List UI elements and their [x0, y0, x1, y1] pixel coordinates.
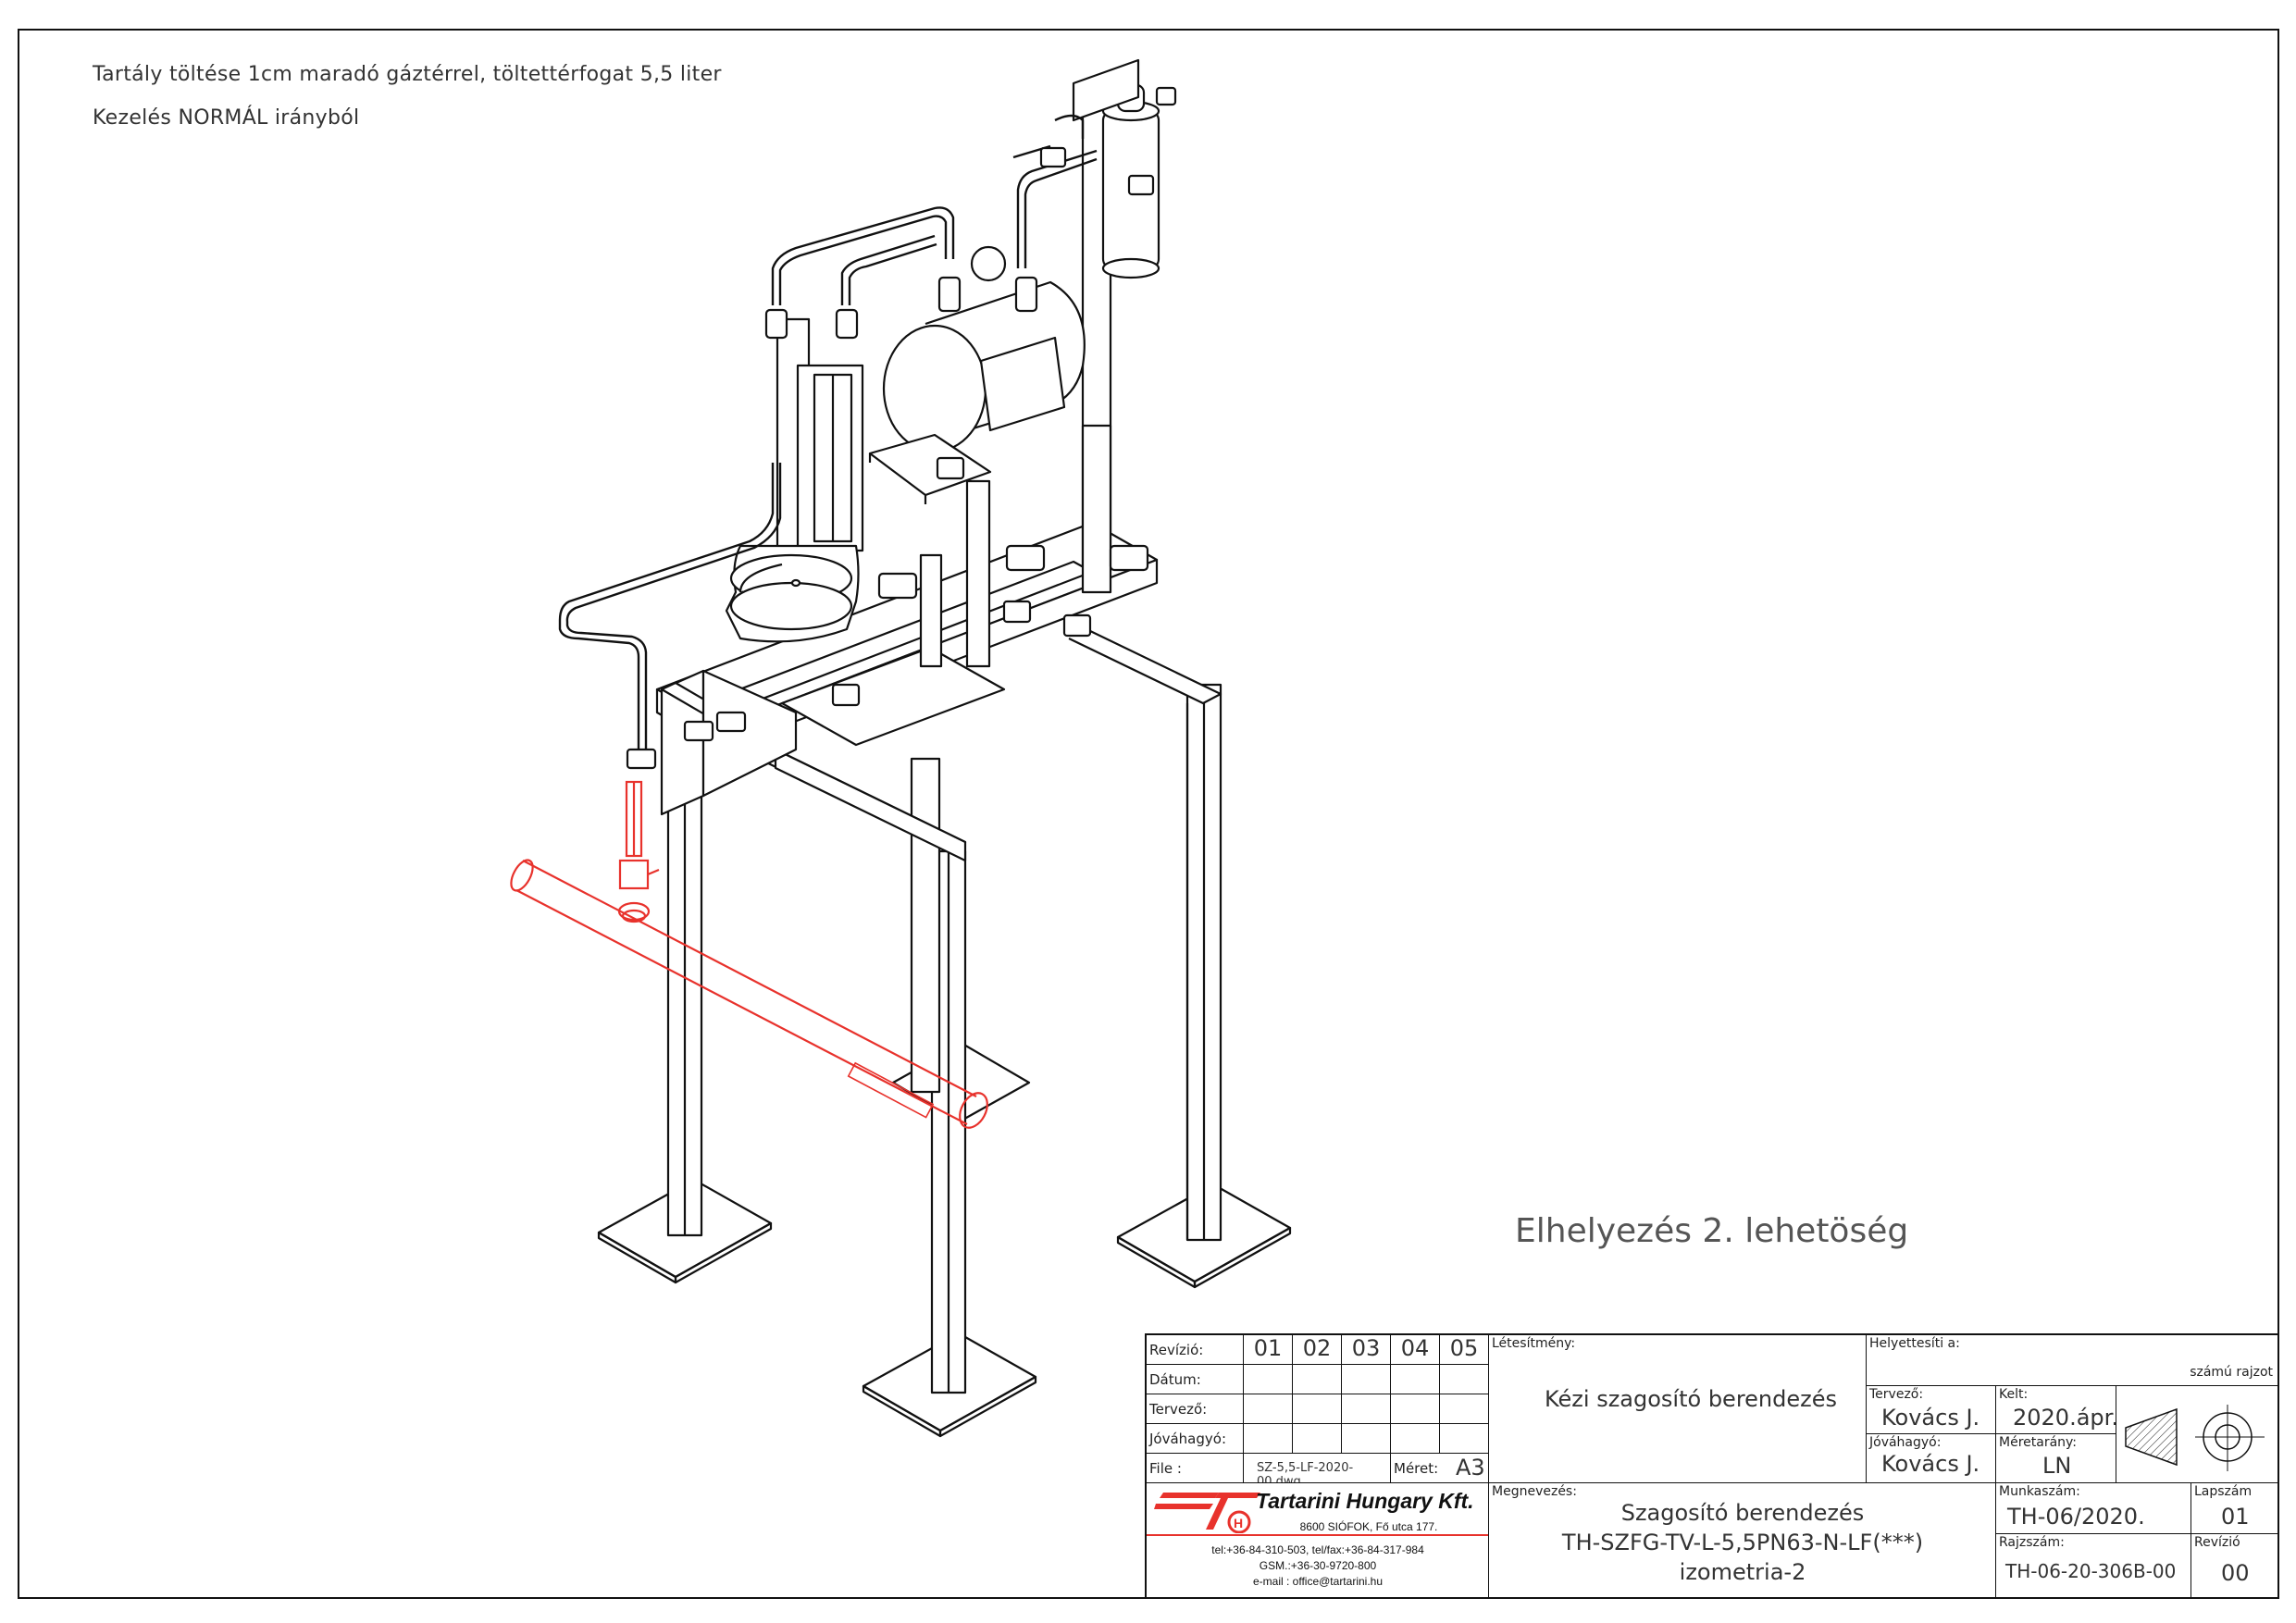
process-pipe — [510, 780, 988, 1129]
replaces-cell: Helyettesíti a: számú rajzot — [1867, 1335, 2279, 1386]
note-fill-volume: Tartály töltése 1cm maradó gáztérrel, tö… — [93, 63, 722, 86]
designer-label: Tervező: — [1149, 1401, 1208, 1418]
approver-label: Jóváhagyó: — [1149, 1431, 1226, 1447]
size-value: A3 — [1456, 1455, 1485, 1481]
legs — [666, 628, 1222, 1394]
sheet-cell: Lapszám 01 — [2191, 1483, 2279, 1534]
main-frame — [655, 521, 1159, 816]
company-address: 8600 SIÓFOK, Fő utca 177. — [1299, 1520, 1438, 1533]
tubing — [558, 114, 1098, 768]
name-line-2: TH-SZFG-TV-L-5,5PN63-N-LF(***) — [1561, 1530, 1924, 1555]
flow-meter — [796, 364, 864, 552]
job-label: Munkaszám: — [1999, 1484, 2080, 1499]
horizontal-tank — [868, 280, 1086, 504]
rev2-value: 00 — [2221, 1560, 2250, 1586]
expansion-vessel — [725, 544, 860, 643]
pipe-clamp — [847, 1061, 935, 1119]
revision-col-05: 05 — [1449, 1335, 1479, 1361]
scale-cell: Méretarány: LN — [1996, 1434, 2116, 1483]
name-label: Megnevezés: — [1492, 1484, 1577, 1499]
date2-value: 2020.ápr. — [2013, 1405, 2116, 1431]
facility-value: Kézi szagosító berendezés — [1545, 1386, 1838, 1412]
company-logo: H — [1154, 1493, 1260, 1533]
title-block: Revízió: 01 02 03 04 05 Dátum: Tervező: … — [1145, 1333, 2279, 1599]
approver2-cell: Jóváhagyó: Kovács J. — [1867, 1434, 1996, 1483]
fittings — [626, 86, 1177, 770]
revision-col-04: 04 — [1400, 1335, 1430, 1361]
note-operation-direction: Kezelés NORMÁL irányból — [93, 106, 360, 130]
rev2-label: Revízió — [2194, 1535, 2240, 1550]
company-name: Tartarini Hungary Kft. — [1256, 1489, 1474, 1513]
date-label: Dátum: — [1149, 1371, 1201, 1388]
svg-text:H: H — [1234, 1516, 1243, 1530]
facility-cell: Létesítmény: Kézi szagosító berendezés — [1489, 1335, 1867, 1483]
sheet-value: 01 — [2221, 1504, 2250, 1530]
scale-value: LN — [2042, 1453, 2072, 1479]
drawing-value: TH-06-20-306B-00 — [2005, 1560, 2177, 1582]
projection-symbol-cell — [2116, 1386, 2279, 1483]
revision2-cell: Revízió 00 — [2191, 1534, 2279, 1599]
approver2-value: Kovács J. — [1881, 1451, 1980, 1477]
job-value: TH-06/2020. — [2007, 1504, 2145, 1530]
designer2-cell: Tervező: Kovács J. — [1867, 1386, 1996, 1434]
name-line-3: izometria-2 — [1679, 1559, 1806, 1585]
designer2-label: Tervező: — [1869, 1387, 1924, 1402]
date2-label: Kelt: — [1999, 1387, 2029, 1402]
approver2-label: Jóváhagyó: — [1869, 1435, 1942, 1450]
scale-label: Méretarány: — [1999, 1435, 2078, 1450]
replaces-suffix: számú rajzot — [2190, 1365, 2273, 1380]
placement-label: Elhelyezés 2. lehetöség — [1515, 1212, 1909, 1250]
company-gsm: GSM.:+36-30-9720-800 — [1259, 1559, 1377, 1572]
name-line-1: Szagosító berendezés — [1620, 1500, 1865, 1526]
job-cell: Munkaszám: TH-06/2020. — [1996, 1483, 2191, 1534]
company-block: H Tartarini Hungary Kft. 8600 SIÓFOK, Fő… — [1147, 1483, 1489, 1599]
file-value: SZ-5,5-LF-2020-00.dwg — [1257, 1461, 1354, 1483]
drawing-number-cell: Rajzszám: TH-06-20-306B-00 — [1996, 1534, 2191, 1599]
file-label: File : — [1149, 1460, 1182, 1477]
name-cell: Megnevezés: Szagosító berendezés TH-SZFG… — [1489, 1483, 1996, 1599]
facility-label: Létesítmény: — [1492, 1336, 1576, 1351]
replaces-label: Helyettesíti a: — [1869, 1336, 1960, 1351]
revision-col-01: 01 — [1253, 1335, 1283, 1361]
revision-label-cell: Revízió: — [1147, 1335, 1244, 1365]
projection-symbol-icon — [2125, 1405, 2265, 1471]
drawing-label: Rajzszám: — [1999, 1535, 2065, 1550]
size-label: Méret: — [1394, 1460, 1439, 1477]
revision-col-03: 03 — [1351, 1335, 1381, 1361]
company-email: e-mail : office@tartarini.hu — [1252, 1575, 1383, 1588]
revision-col-02: 02 — [1302, 1335, 1332, 1361]
sheet-label: Lapszám — [2194, 1484, 2253, 1499]
date2-cell: Kelt: 2020.ápr. — [1996, 1386, 2116, 1434]
designer2-value: Kovács J. — [1881, 1405, 1980, 1431]
company-tel: tel:+36-84-310-503, tel/fax:+36-84-317-9… — [1211, 1543, 1424, 1556]
